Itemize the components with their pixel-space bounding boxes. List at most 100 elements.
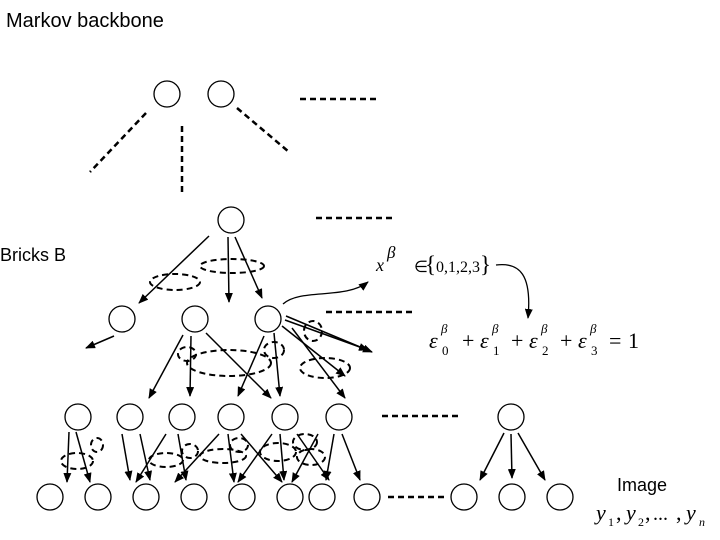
dashed-ellipse-8: [90, 437, 104, 453]
node-circle-9: [168, 403, 196, 431]
svg-text:β: β: [440, 321, 448, 336]
arrow-edge-1: [138, 235, 210, 304]
node-circle-16: [132, 483, 160, 511]
bricks-label: Bricks B: [0, 245, 67, 265]
svg-text:=: =: [609, 328, 621, 353]
svg-text:1: 1: [628, 328, 639, 353]
dashed-link-3: [236, 107, 290, 153]
svg-text:x: x: [375, 255, 384, 275]
svg-text:ε: ε: [578, 328, 587, 353]
svg-text:+: +: [462, 328, 474, 353]
svg-text:β: β: [386, 243, 396, 262]
state-formula: x β ∈ { 0,1,2,3 }: [375, 243, 491, 277]
arrow-edge-26: [291, 433, 319, 483]
svg-text:y: y: [684, 500, 696, 525]
node-circle-8: [116, 403, 144, 431]
arrow-edge-29: [479, 432, 505, 481]
node-circle-19: [276, 483, 304, 511]
arrow-edge-7: [148, 334, 184, 399]
arrow-edge-16: [121, 433, 133, 481]
dashed-link-1: [89, 112, 147, 173]
svg-text:β: β: [491, 321, 499, 336]
arrow-edge-12: [284, 319, 369, 351]
svg-text:y: y: [624, 500, 636, 525]
node-circle-18: [228, 483, 256, 511]
svg-text:,: ,: [676, 500, 682, 525]
node-circle-17: [180, 483, 208, 511]
arrow-edge-13: [291, 327, 346, 399]
svg-text:,: ,: [616, 500, 622, 525]
dashed-ellipse-10: [148, 452, 184, 468]
node-circle-14: [36, 483, 64, 511]
node-circle-3: [217, 206, 245, 234]
arrow-edge-28: [341, 433, 361, 481]
svg-text:1: 1: [493, 343, 500, 358]
dashed-ellipse-2: [149, 273, 201, 291]
node-circle-1: [153, 80, 181, 108]
arrow-edge-24: [279, 433, 288, 481]
node-circle-15: [84, 483, 112, 511]
svg-text:,: ,: [645, 500, 651, 525]
node-circle-7: [64, 403, 92, 431]
dashed-links-layer: [60, 97, 458, 499]
svg-text:n: n: [699, 515, 705, 529]
node-circle-22: [450, 483, 478, 511]
arrow-edge-21: [227, 433, 237, 483]
dashed-ellipse-9: [60, 452, 94, 470]
node-circle-5: [181, 305, 209, 333]
arrow-edge-20: [174, 433, 220, 483]
arrow-edge-14: [63, 431, 72, 483]
diagram-title: Markov backbone: [6, 10, 164, 32]
arrow-edge-31: [517, 432, 546, 481]
arrow-edge-15: [75, 431, 92, 483]
svg-text:2: 2: [542, 343, 549, 358]
svg-text:0,1,2,3: 0,1,2,3: [436, 259, 480, 276]
svg-text:}: }: [480, 252, 491, 277]
dashed-ellipse-1: [199, 258, 265, 274]
arrow-edge-17: [139, 433, 152, 481]
arrow-edge-8: [186, 335, 195, 397]
svg-text:β: β: [589, 321, 597, 336]
dashed-ellipse-3: [177, 346, 197, 362]
dashed-ellipse-5: [263, 341, 285, 359]
node-circle-24: [546, 483, 574, 511]
arrow-edge-6: [85, 335, 115, 349]
svg-text:ε: ε: [429, 328, 438, 353]
dashed-ellipse-4: [186, 349, 272, 377]
node-circle-6: [254, 305, 282, 333]
node-circle-4: [108, 305, 136, 333]
svg-text:2: 2: [638, 515, 644, 529]
svg-text:ε: ε: [480, 328, 489, 353]
arrow-edge-9: [205, 332, 272, 399]
arrow-edge-27: [323, 433, 335, 481]
svg-text:0: 0: [442, 343, 449, 358]
node-circle-10: [217, 403, 245, 431]
svg-text:{: {: [425, 252, 436, 277]
svg-text:3: 3: [591, 343, 598, 358]
nodes-layer: [36, 80, 574, 511]
image-label: Image: [617, 475, 668, 495]
dashed-ellipse-11: [181, 443, 199, 459]
svg-text:β: β: [540, 321, 548, 336]
svg-text:+: +: [511, 328, 523, 353]
probability-formula: ε β 0 + ε β 1 + ε β 2 + ε β 3 = 1: [429, 321, 639, 358]
node-circle-12: [325, 403, 353, 431]
svg-text:+: +: [560, 328, 572, 353]
node-circle-11: [271, 403, 299, 431]
dashed-ellipse-15: [292, 433, 318, 451]
node-circle-23: [498, 483, 526, 511]
arrow-edge-5: [281, 325, 346, 377]
svg-text:ε: ε: [529, 328, 538, 353]
arrow-edge-30: [507, 433, 516, 479]
node-circle-13: [497, 403, 525, 431]
arrow-edge-10: [237, 335, 265, 397]
edges-layer: [63, 235, 546, 483]
svg-text:∈: ∈: [414, 259, 428, 276]
observation-formula: y 1 , y 2 , ... , y n: [594, 500, 705, 529]
arrow-edge-22: [240, 433, 283, 483]
svg-text:y: y: [594, 500, 606, 525]
connector-brick-to-state: [282, 281, 369, 305]
node-circle-21: [353, 483, 381, 511]
node-circle-2: [207, 80, 235, 108]
